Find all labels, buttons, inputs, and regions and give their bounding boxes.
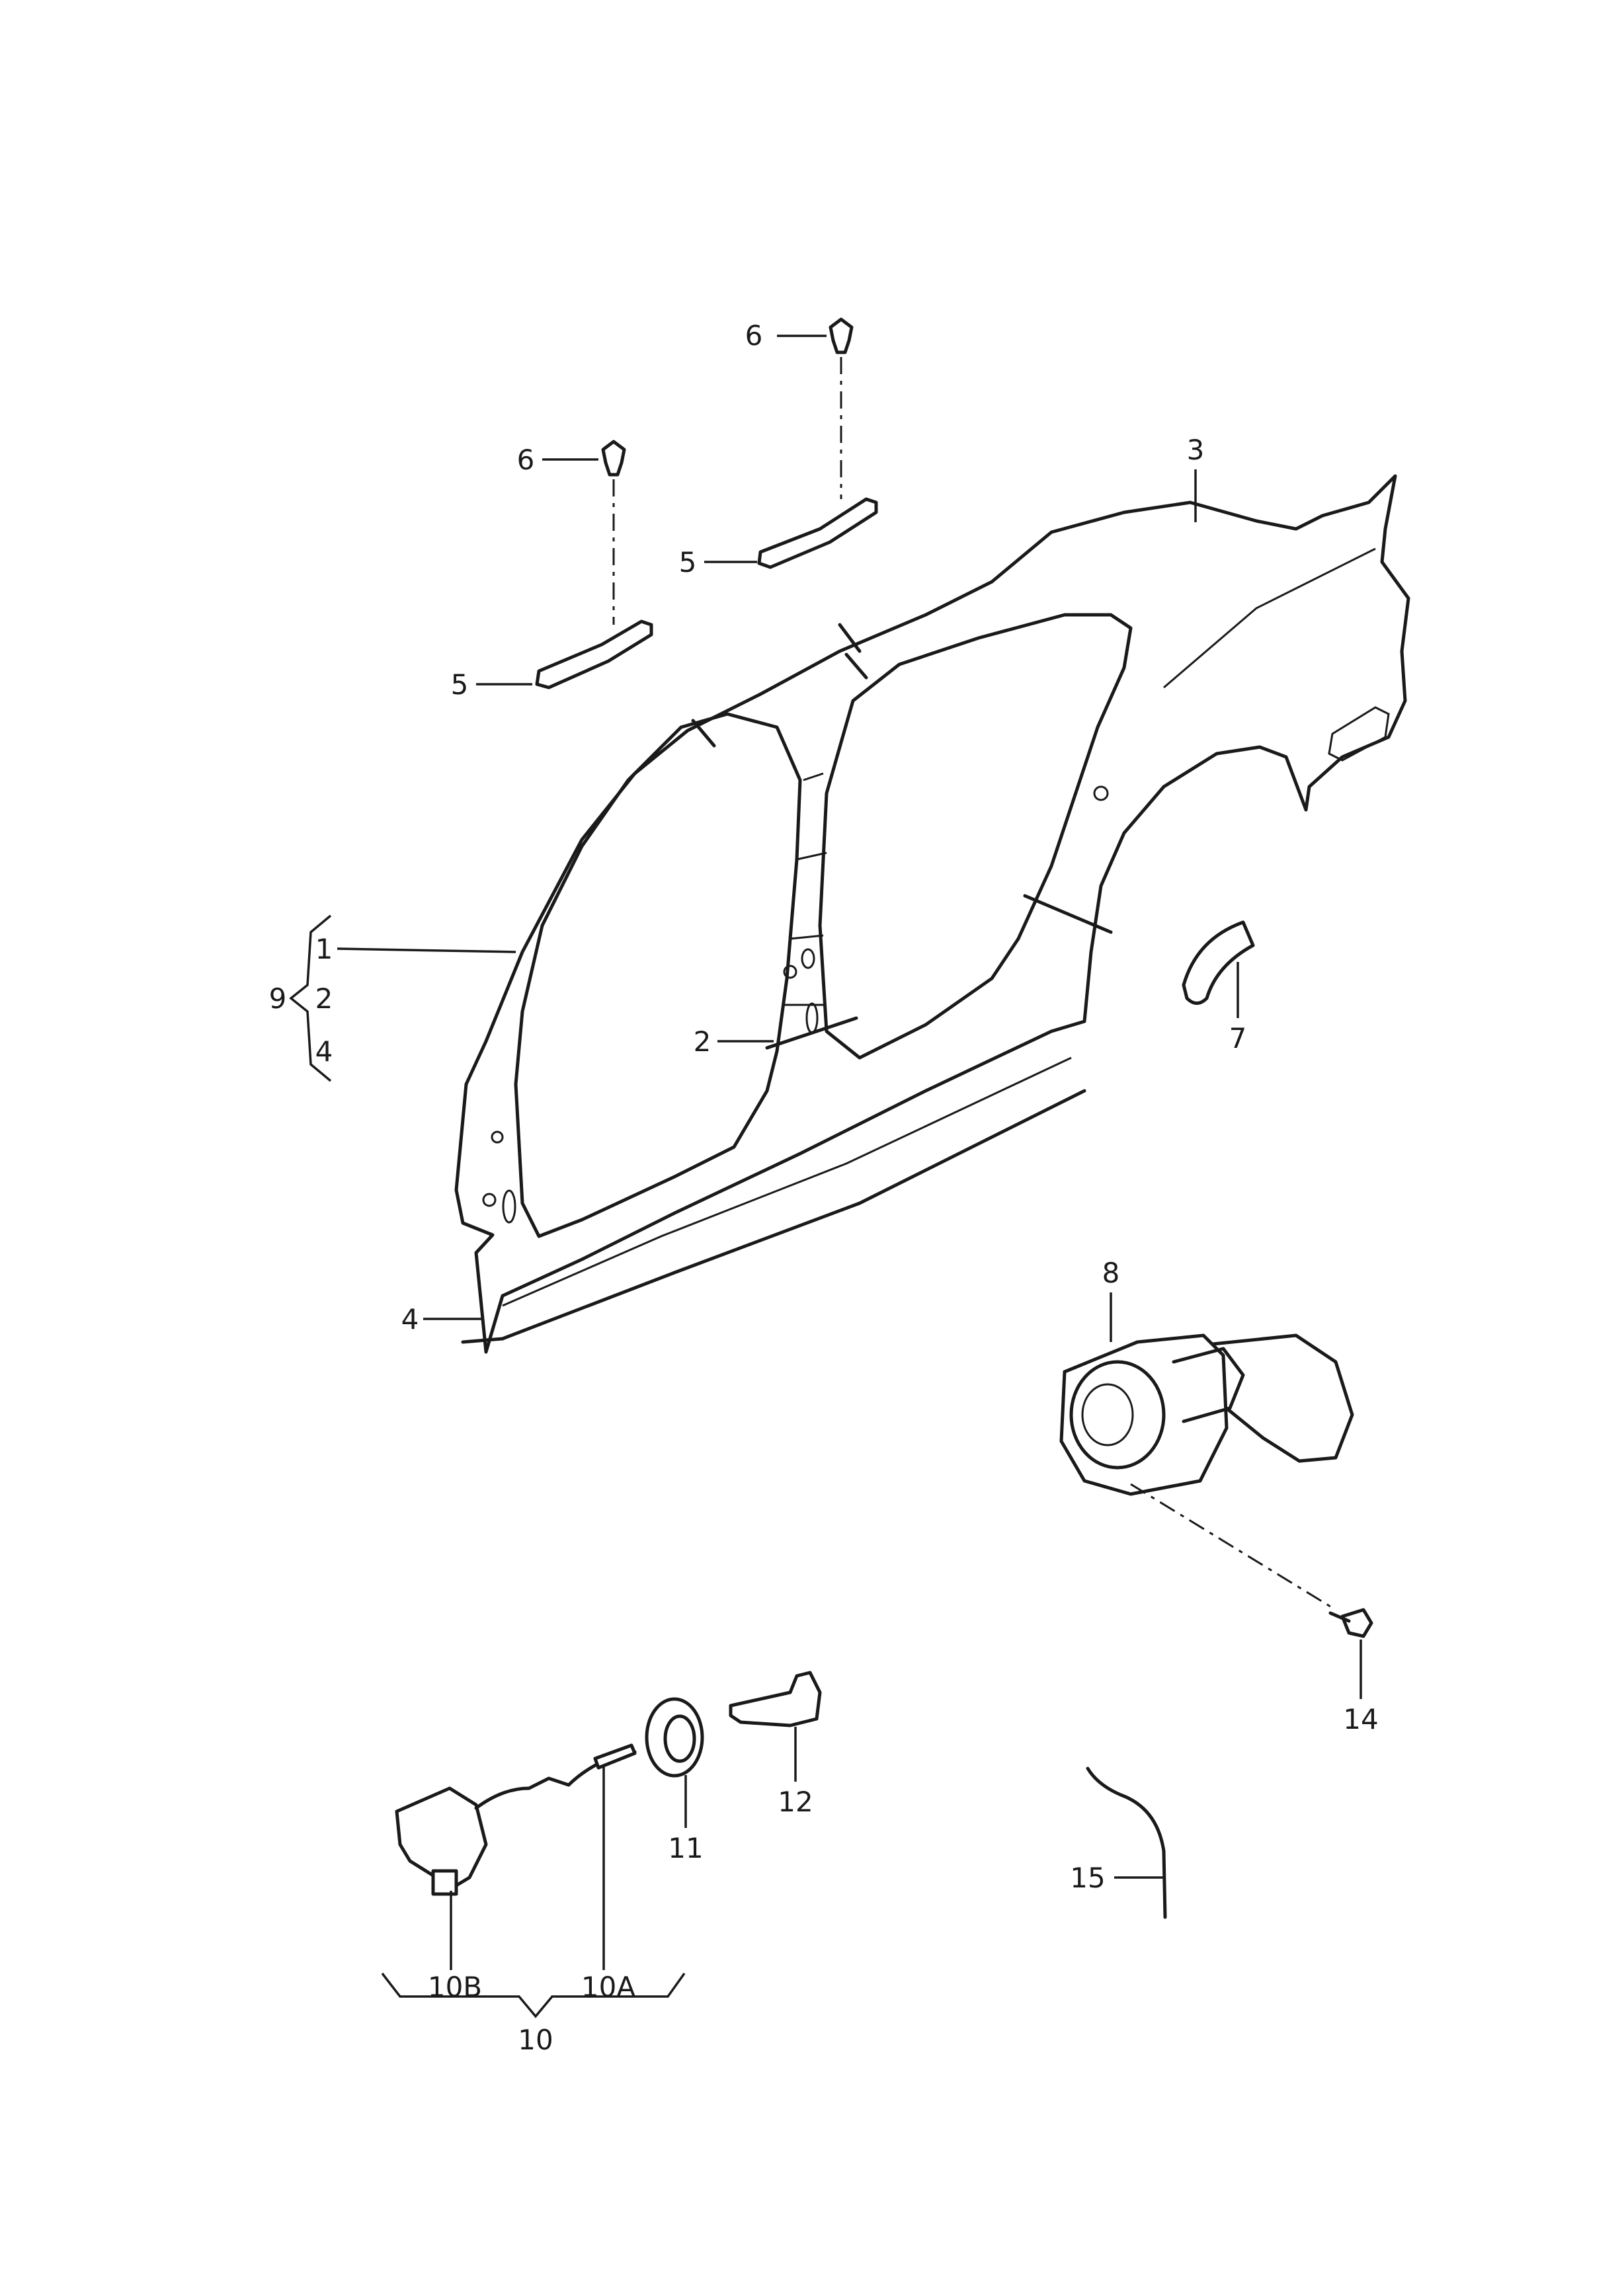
callout-5-upper: 5: [679, 546, 697, 578]
a-pillar-hole-1: [502, 1189, 516, 1224]
actuator-plunger: [593, 1743, 637, 1770]
b-pillar-hole-2: [805, 1002, 819, 1034]
callout-14: 14: [1343, 1703, 1378, 1735]
callout-4-brace: 4: [315, 1035, 333, 1068]
callout-7: 7: [1229, 1022, 1247, 1054]
callout-8: 8: [1102, 1257, 1120, 1289]
axis-screw: [1130, 1483, 1336, 1611]
b-pillar-hole-3: [783, 965, 797, 979]
pin-left: [601, 440, 626, 477]
callout-10a: 10A: [581, 1971, 635, 2003]
seal-strip: [1086, 1766, 1167, 1919]
callout-3: 3: [1187, 434, 1205, 466]
callout-5-lower: 5: [451, 668, 469, 701]
a-pillar-hole-2: [482, 1193, 497, 1207]
sill-crease: [502, 1056, 1072, 1307]
callout-2: 2: [694, 1025, 711, 1058]
roof-clip-left: [535, 619, 653, 690]
callout-6-upper: 6: [745, 319, 763, 352]
screw: [1340, 1608, 1373, 1638]
fuel-housing-body: [1059, 1333, 1229, 1496]
callout-labels: 6 6 5 5 3 1 2 4 9 2 4 7 8 14 12 11 15 10…: [269, 319, 1379, 2056]
callout-10b: 10B: [428, 1971, 482, 2003]
fuel-recess-outline: [1328, 706, 1390, 762]
fuel-door-actuator: [395, 1743, 637, 1896]
front-door-opening: [514, 712, 802, 1238]
screw-shank: [1328, 1611, 1351, 1623]
callout-9: 9: [269, 982, 287, 1015]
fuel-filler-housing: [1059, 1333, 1354, 1496]
seam-a-roof: [691, 719, 716, 748]
brace-10: [381, 1972, 686, 2018]
seam-c-sill: [1023, 894, 1113, 934]
wheel-arch-trim: [1182, 920, 1255, 1005]
seam-b-sill: [765, 1016, 858, 1050]
grommet-inner: [663, 1714, 696, 1763]
leader-1: [337, 947, 516, 953]
callout-1: 1: [315, 933, 333, 965]
callout-6-lower: 6: [517, 444, 535, 476]
quarter-crease: [1163, 547, 1376, 689]
c-pillar-hole: [1093, 785, 1109, 801]
brace-9: [289, 914, 332, 1082]
rear-door-opening: [818, 613, 1133, 1060]
b-pillar-detail: [784, 772, 827, 1006]
seam-c-roof: [844, 653, 868, 680]
side-panel-outline: [454, 474, 1410, 1354]
bracket: [729, 1671, 822, 1727]
callout-4: 4: [401, 1303, 419, 1335]
actuator-connector: [431, 1869, 458, 1896]
callout-10: 10: [518, 2024, 553, 2056]
callout-2-brace: 2: [315, 982, 333, 1015]
b-pillar-hole-1: [801, 948, 815, 969]
actuator-motor-body: [395, 1786, 488, 1889]
flap-hinge-arm: [1172, 1347, 1245, 1423]
actuator-wire: [474, 1750, 637, 1810]
callout-12: 12: [778, 1786, 813, 1818]
filler-neck-outer: [1069, 1360, 1166, 1470]
leader-lines: [289, 335, 1362, 2018]
roof-clip-right: [757, 497, 878, 569]
a-pillar-hole-3: [491, 1130, 504, 1144]
seam-b-roof: [838, 623, 862, 653]
rocker-bottom-edge: [461, 1089, 1086, 1344]
side-panel-assembly: [454, 474, 1410, 1354]
callout-15: 15: [1070, 1862, 1105, 1894]
pin-right: [829, 317, 854, 354]
callout-11: 11: [668, 1832, 703, 1864]
filler-neck-inner: [1081, 1383, 1134, 1446]
